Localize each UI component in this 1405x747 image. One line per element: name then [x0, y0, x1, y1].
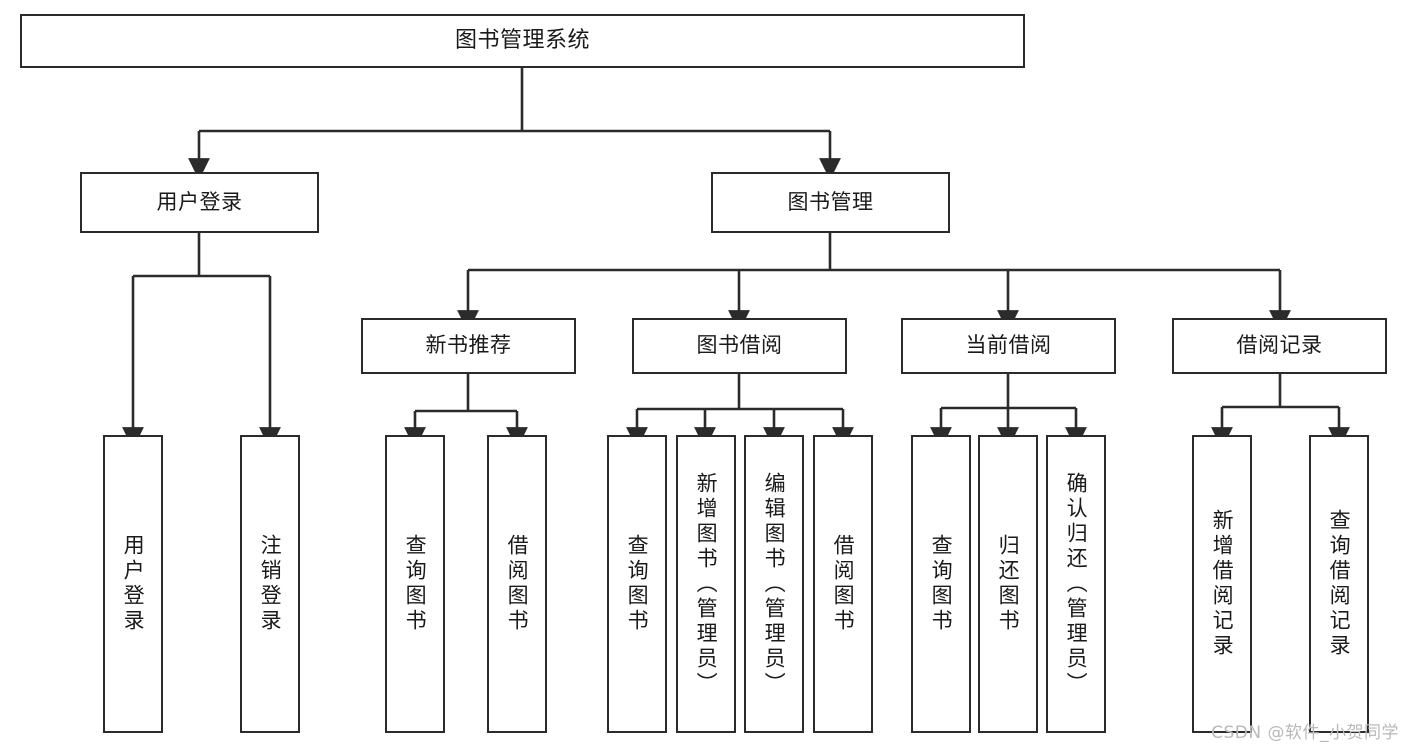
node-label: 图书借阅 [696, 333, 783, 358]
leaf-borrow-book-new[interactable]: 借阅图书 [487, 435, 547, 733]
leaf-edit-book[interactable]: 编辑图书（管理员） [744, 435, 804, 733]
node-label: 用户登录 [121, 534, 146, 634]
node-label: 用户登录 [156, 189, 243, 214]
node-label: 查询借阅记录 [1327, 509, 1352, 659]
node-label: 当前借阅 [965, 333, 1052, 358]
node-label: 新增图书（管理员） [694, 471, 719, 697]
leaf-query-book-new[interactable]: 查询图书 [385, 435, 445, 733]
node-new-book-recommend[interactable]: 新书推荐 [361, 318, 576, 374]
node-label: 注销登录 [258, 534, 283, 634]
leaf-borrow-book-borrow[interactable]: 借阅图书 [813, 435, 873, 733]
node-book-borrow[interactable]: 图书借阅 [632, 318, 847, 374]
node-label: 图书管理 [787, 189, 874, 214]
leaf-confirm-return[interactable]: 确认归还（管理员） [1046, 435, 1106, 733]
node-label: 借阅图书 [831, 534, 856, 634]
leaf-query-book-current[interactable]: 查询图书 [911, 435, 971, 733]
leaf-add-borrow-record[interactable]: 新增借阅记录 [1192, 435, 1252, 733]
node-label: 借阅记录 [1236, 333, 1323, 358]
node-root-system[interactable]: 图书管理系统 [20, 14, 1025, 68]
node-label: 查询图书 [625, 534, 650, 634]
leaf-add-book[interactable]: 新增图书（管理员） [676, 435, 736, 733]
leaf-query-book-borrow[interactable]: 查询图书 [607, 435, 667, 733]
node-book-manage[interactable]: 图书管理 [711, 172, 950, 233]
leaf-user-login[interactable]: 用户登录 [103, 435, 163, 733]
leaf-query-borrow-record[interactable]: 查询借阅记录 [1309, 435, 1369, 733]
csdn-watermark: CSDN @软件_小贺同学 [1211, 723, 1399, 743]
node-label: 确认归还（管理员） [1064, 471, 1089, 697]
node-label: 新书推荐 [425, 333, 512, 358]
node-current-borrow[interactable]: 当前借阅 [901, 318, 1116, 374]
node-label: 图书管理系统 [454, 27, 590, 53]
node-borrow-record[interactable]: 借阅记录 [1172, 318, 1387, 374]
node-label: 新增借阅记录 [1210, 509, 1235, 659]
node-label: 查询图书 [929, 534, 954, 634]
node-label: 归还图书 [996, 534, 1021, 634]
node-label: 编辑图书（管理员） [762, 471, 787, 697]
leaf-return-book[interactable]: 归还图书 [978, 435, 1038, 733]
node-user-login[interactable]: 用户登录 [80, 172, 319, 233]
node-label: 借阅图书 [505, 534, 530, 634]
leaf-user-logout[interactable]: 注销登录 [240, 435, 300, 733]
node-label: 查询图书 [403, 534, 428, 634]
